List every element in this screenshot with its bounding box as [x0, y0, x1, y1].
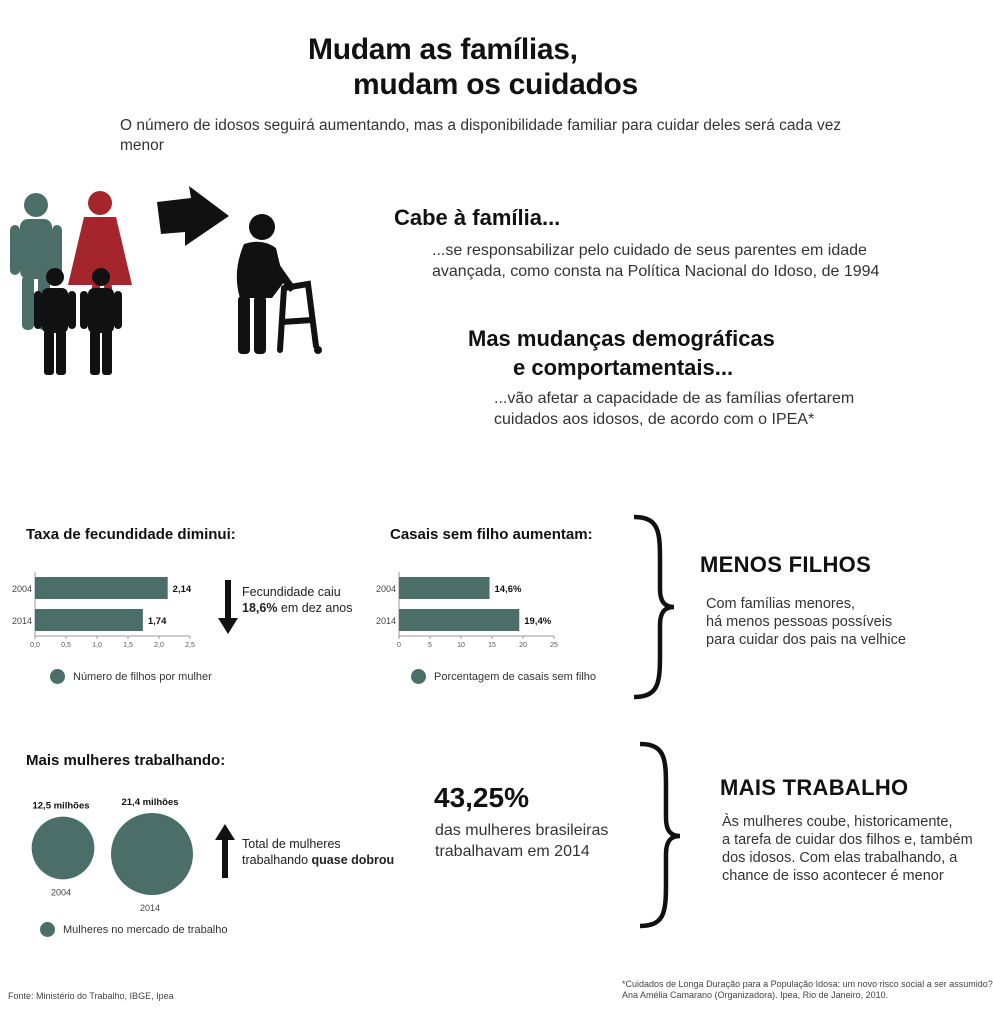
casais-legend-label: Porcentagem de casais sem filho [434, 670, 597, 683]
casais-bar [399, 577, 490, 599]
mulheres-category-label: 2004 [51, 887, 71, 897]
mais-trabalho-label: MAIS TRABALHO [720, 775, 909, 800]
mulheres-category-label: 2014 [140, 903, 160, 913]
mulheres-legend: Mulheres no mercado de trabalho [40, 922, 227, 937]
mulheres-note: Total de mulheres trabalhando quase dobr… [242, 836, 394, 868]
fecundidade-title: Taxa de fecundidade diminui: [26, 526, 236, 543]
casais-category-label: 2014 [376, 616, 396, 626]
text-cabe-familia: ...se responsabilizar pelo cuidado de se… [432, 242, 880, 280]
fecundidade-category-label: 2014 [12, 616, 32, 626]
fecundidade-legend: Número de filhos por mulher [50, 669, 212, 684]
mulheres-note-line1: Total de mulheres [242, 837, 341, 851]
casais-chart: 2004 14,6% 2014 19,4% 0 5 10 15 20 25 [376, 572, 558, 649]
mais-trabalho-line4: chance de isso acontecer é menor [722, 868, 944, 884]
footer-reference: *Cuidados de Longa Duração para a Popula… [622, 979, 993, 1001]
casais-tick-label: 5 [428, 642, 432, 649]
footer-source: Fonte: Ministério do Trabalho, IBGE, Ipe… [8, 991, 174, 1001]
casais-tick-label: 25 [550, 642, 558, 649]
curly-brace-icon [639, 741, 681, 929]
fecundidade-tick-label: 1,5 [123, 642, 133, 649]
fecundidade-note-bold: 18,6% [242, 601, 278, 615]
casais-value-label: 19,4% [524, 616, 551, 627]
fecundidade-value-label: 1,74 [148, 616, 167, 627]
page-subtitle: O número de idosos seguirá aumentando, m… [120, 117, 842, 154]
casais-value-label: 14,6% [495, 584, 522, 595]
text-mudancas: ...vão afetar a capacidade de as família… [494, 390, 855, 428]
stat-text-line1: das mulheres brasileiras [435, 822, 609, 839]
casais-tick-label: 10 [457, 642, 465, 649]
footer-reference-line1: *Cuidados de Longa Duração para a Popula… [622, 979, 993, 989]
mulheres-value-label: 12,5 milhões [32, 801, 89, 812]
mulheres-value-label: 21,4 milhões [121, 797, 178, 808]
menos-filhos-text: Com famílias menores, há menos pessoas p… [706, 595, 906, 649]
mulheres-note-line2-start: trabalhando [242, 853, 312, 867]
fecundidade-bar [35, 609, 143, 631]
casais-tick-label: 20 [519, 642, 527, 649]
menos-filhos-line1: Com famílias menores, [706, 596, 856, 612]
menos-filhos-line2: há menos pessoas possíveis [706, 614, 893, 630]
mais-trabalho-line3: dos idosos. Com elas trabalhando, a [722, 850, 958, 866]
page-title-line1: Mudam as famílias, [308, 33, 578, 66]
family-icon [10, 191, 132, 375]
mulheres-bubble [111, 813, 193, 895]
fecundidade-tick-label: 0,0 [30, 642, 40, 649]
arrow-up-icon [215, 824, 235, 878]
casais-tick-label: 0 [397, 642, 401, 649]
fecundidade-legend-label: Número de filhos por mulher [73, 670, 212, 683]
mulheres-bubble [31, 816, 95, 880]
arrow-down-icon [218, 580, 238, 634]
heading-mudancas-line1: Mas mudanças demográficas [468, 326, 775, 351]
heading-cabe-familia: Cabe à família... [394, 205, 561, 230]
menos-filhos-line3: para cuidar dos pais na velhice [706, 632, 906, 648]
mais-trabalho-text: Às mulheres coube, historicamente, a tar… [722, 813, 980, 885]
menos-filhos-label: MENOS FILHOS [700, 552, 872, 577]
arrow-right-icon [157, 186, 229, 246]
mais-trabalho-line1: Às mulheres coube, historicamente, [722, 814, 953, 830]
footer-reference-line2: Ana Amélia Camarano (Organizadora). Ipea… [622, 990, 889, 1000]
mulheres-legend-label: Mulheres no mercado de trabalho [63, 923, 228, 936]
fecundidade-note-rest: em dez anos [277, 601, 353, 615]
legend-dot [40, 922, 55, 937]
page-title-line2: mudam os cuidados [353, 68, 638, 101]
heading-mudancas-line2: e comportamentais... [513, 355, 734, 380]
stat-text: das mulheres brasileiras trabalhavam em … [435, 820, 608, 862]
fecundidade-tick-label: 0,5 [61, 642, 71, 649]
fecundidade-note: Fecundidade caiu 18,6% em dez anos [242, 584, 353, 616]
mulheres-bubble-chart: 12,5 milhões 2004 21,4 milhões 2014 [31, 797, 193, 913]
casais-legend: Porcentagem de casais sem filho [411, 669, 596, 684]
fecundidade-tick-label: 2,0 [154, 642, 164, 649]
stat-value: 43,25% [434, 782, 529, 813]
stat-text-line2: trabalhavam em 2014 [435, 843, 590, 860]
fecundidade-category-label: 2004 [12, 584, 32, 594]
casais-bar [399, 609, 520, 631]
fecundidade-chart: 2004 2,14 2014 1,74 0,0 0,5 1,0 1,5 2,0 2,5 [12, 572, 195, 649]
curly-brace-icon [633, 514, 675, 700]
fecundidade-tick-label: 1,0 [92, 642, 102, 649]
casais-title: Casais sem filho aumentam: [390, 526, 593, 543]
fecundidade-note-line1: Fecundidade caiu [242, 585, 341, 599]
mulheres-note-bold: quase dobrou [311, 853, 395, 867]
fecundidade-value-label: 2,14 [173, 584, 192, 595]
elderly-walker-icon [236, 214, 322, 354]
fecundidade-bar [35, 577, 168, 599]
mais-trabalho-line2: a tarefa de cuidar dos filhos e, também [722, 832, 973, 848]
casais-category-label: 2004 [376, 584, 396, 594]
mulheres-title: Mais mulheres trabalhando: [26, 752, 226, 769]
legend-dot [50, 669, 65, 684]
legend-dot [411, 669, 426, 684]
casais-tick-label: 15 [488, 642, 496, 649]
fecundidade-tick-label: 2,5 [185, 642, 195, 649]
